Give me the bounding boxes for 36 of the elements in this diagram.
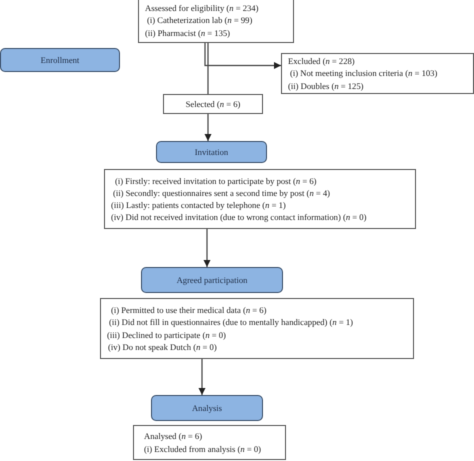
stage-box xyxy=(0,48,120,72)
box-text-line: (ii) Did not fill in questionnaires (due to mentally handicapped) (n = 1) xyxy=(108,316,353,328)
process-box xyxy=(100,298,414,359)
stage-box xyxy=(156,141,267,163)
process-box xyxy=(281,53,474,94)
box-label: Enrollment xyxy=(40,54,80,66)
box-label: Invitation xyxy=(194,146,228,158)
arrow xyxy=(204,43,281,69)
box-text-line: (i) Not meeting inclusion criteria (n = 103) xyxy=(289,67,438,80)
process-box xyxy=(138,0,294,43)
box-text-line: (i) Firstly: received invitation to participate by post (n = 6) xyxy=(114,174,317,187)
box-label: Analysis xyxy=(192,402,222,414)
box-text-line: (iii) Declined to participate (n = 0) xyxy=(107,328,226,341)
box-text-line: (iv) Did not received invitation (due to wrong contact information) (n = 0) xyxy=(111,211,366,224)
arrow xyxy=(198,359,206,395)
connector-line xyxy=(207,43,209,94)
box-text-line: (ii) Pharmacist (n = 135) xyxy=(145,26,230,39)
process-box xyxy=(163,94,263,114)
box-text-line: (ii) Doubles (n = 125) xyxy=(288,80,364,92)
arrow xyxy=(204,114,212,141)
box-text-line: Assessed for eligibility (n = 234) xyxy=(145,2,258,14)
box-text-line: (i) Permitted to use their medical data (n = 6) xyxy=(110,304,266,316)
stage-box xyxy=(141,267,283,293)
box-text-line: (ii) Secondly: questionnaires sent a second time by post (n = 4) xyxy=(112,186,330,199)
box-text-line: (iv) Do not speak Dutch (n = 0) xyxy=(107,340,217,353)
box-label: Agreed participation xyxy=(176,274,248,286)
box-label: Selected (n = 6) xyxy=(186,98,240,110)
process-box xyxy=(133,425,286,460)
box-text-line: (i) Catheterization lab (n = 99) xyxy=(146,14,252,27)
process-box xyxy=(104,169,416,229)
box-text-line: (i) Excluded from analysis (n = 0) xyxy=(143,442,262,455)
box-text-line: (iii) Lastly: patients contacted by telephone (n = 1) xyxy=(111,199,286,212)
stage-box xyxy=(151,395,263,421)
arrow xyxy=(204,229,210,267)
box-text-line: Excluded (n = 228) xyxy=(288,55,355,68)
box-text-line: Analysed (n = 6) xyxy=(143,430,202,442)
